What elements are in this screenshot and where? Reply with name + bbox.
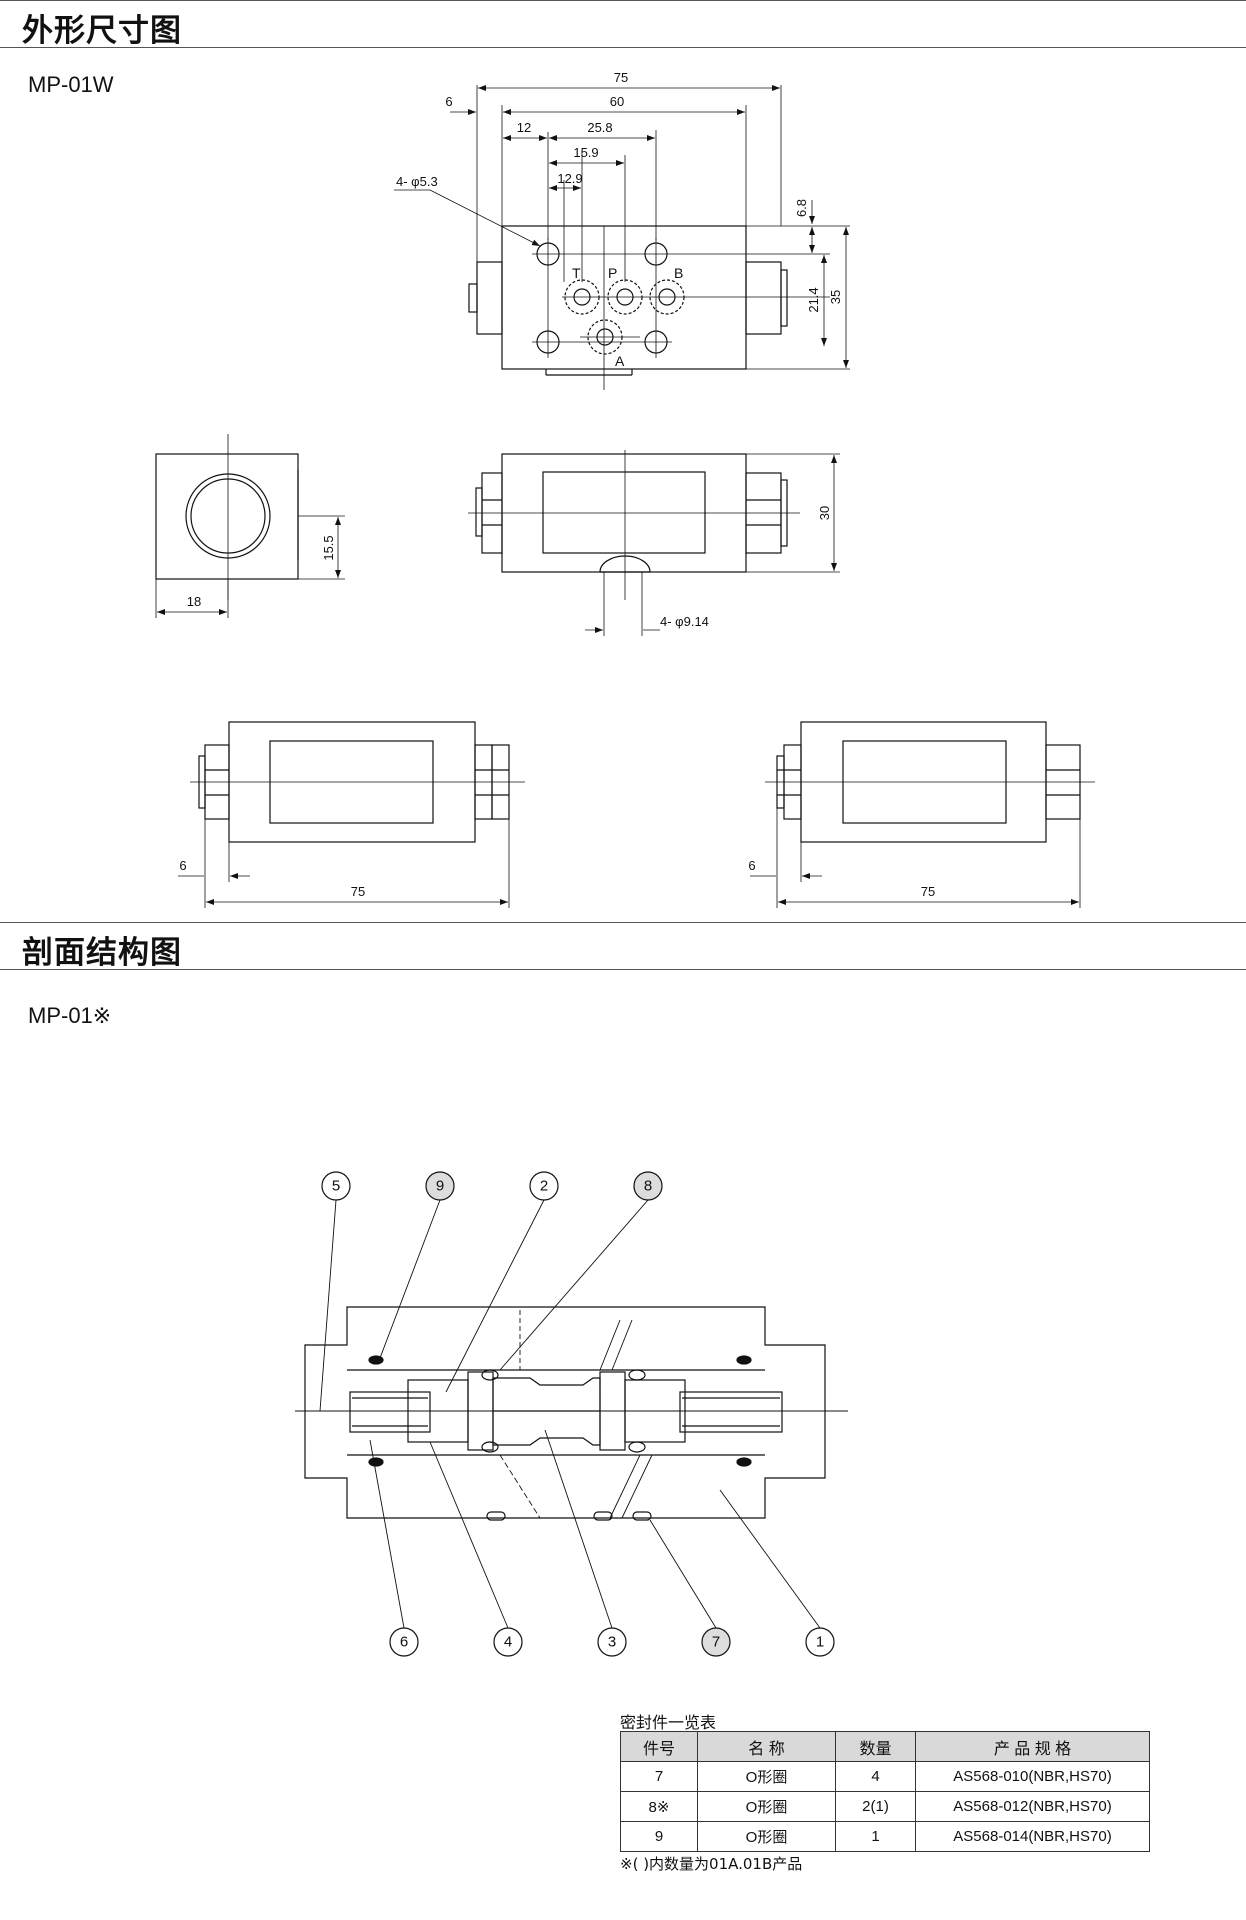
dim-21-4: 21.4	[806, 287, 821, 312]
cell-qty: 4	[835, 1761, 916, 1792]
header-spec: 产 品 规 格	[915, 1731, 1150, 1762]
cell-spec: AS568-014(NBR,HS70)	[915, 1821, 1150, 1852]
dim-75: 75	[614, 70, 628, 85]
front-left-nut	[475, 487, 483, 537]
model-label-section: MP-01※	[28, 1003, 112, 1028]
dim-15-5: 15.5	[321, 535, 336, 560]
callout-5-circle	[321, 1171, 351, 1201]
cell-part-no: 9	[620, 1821, 698, 1852]
right-plunger	[679, 1391, 783, 1433]
callout-9: 9	[436, 1178, 444, 1195]
header-part-no: 件号	[620, 1731, 698, 1762]
dim-18: 18	[187, 594, 201, 609]
top-view	[394, 85, 850, 390]
top-body	[501, 225, 747, 370]
leader-8	[499, 1199, 649, 1371]
callout-1: 1	[816, 1634, 824, 1651]
port-label-t: T	[572, 265, 581, 281]
callout-3: 3	[608, 1634, 616, 1651]
section-title-section: 剖面结构图	[22, 935, 182, 971]
callout-numbers: 5 9 2 8 6 4 3 7 1	[332, 1178, 824, 1651]
port-label-p: P	[608, 265, 617, 281]
leader-3	[544, 1429, 613, 1629]
port-label-b: B	[674, 265, 683, 281]
cell-name: O形圈	[697, 1791, 836, 1822]
top-right-cap-nut	[780, 269, 788, 327]
header-qty: 数量	[835, 1731, 916, 1762]
callout-2-circle	[529, 1171, 559, 1201]
cell-spec: AS568-010(NBR,HS70)	[915, 1761, 1150, 1792]
top-left-cap-nut	[468, 283, 478, 313]
dim-holes-top: 4- φ5.3	[396, 174, 438, 189]
dim-35: 35	[828, 290, 843, 304]
front-view	[468, 450, 840, 636]
front-window	[542, 471, 706, 554]
leader-2	[445, 1199, 545, 1393]
leader-5	[319, 1199, 337, 1412]
leader-7	[649, 1519, 717, 1629]
callout-1-circle	[805, 1627, 835, 1657]
bottom-left-view	[178, 721, 525, 908]
callout-2: 2	[540, 1178, 548, 1195]
cell-name: O形圈	[697, 1821, 836, 1852]
table-row: 7 O形圈 4 AS568-010(NBR,HS70)	[620, 1761, 1150, 1792]
callout-8-circle	[633, 1171, 663, 1201]
callout-8: 8	[644, 1178, 652, 1195]
seal-table: 件号 名 称 数量 产 品 规 格 7 O形圈 4 AS568-010(NBR,…	[620, 1731, 1150, 1852]
header-name: 名 称	[697, 1731, 836, 1762]
side-view	[155, 434, 345, 618]
callout-4-circle	[493, 1627, 523, 1657]
dim-12: 12	[517, 120, 531, 135]
top-left-cap	[476, 261, 503, 335]
dim-30: 30	[817, 506, 832, 520]
dim-6-8: 6.8	[794, 199, 809, 217]
table-row: 8※ O形圈 2(1) AS568-012(NBR,HS70)	[620, 1791, 1150, 1822]
port-label-a: A	[615, 353, 625, 369]
cell-part-no: 8※	[620, 1791, 698, 1822]
callout-6: 6	[400, 1634, 408, 1651]
section-title-outline: 外形尺寸图	[22, 13, 182, 49]
section-body	[304, 1306, 826, 1519]
dim-bl-6: 6	[179, 858, 186, 873]
seal-table-caption: 密封件一览表	[620, 1713, 717, 1732]
section-header-section: 剖面结构图	[0, 922, 1246, 971]
model-label-outline: MP-01W	[28, 72, 114, 97]
section-header-outline: 外形尺寸图	[0, 0, 1246, 49]
cell-qty: 1	[835, 1821, 916, 1852]
callout-7: 7	[712, 1634, 720, 1651]
table-row: 9 O形圈 1 AS568-014(NBR,HS70)	[620, 1821, 1150, 1852]
callout-4: 4	[504, 1634, 512, 1651]
dim-br-75: 75	[921, 884, 935, 899]
dim-holes-front: 4- φ9.14	[660, 614, 709, 629]
cell-part-no: 7	[620, 1761, 698, 1792]
callout-3-circle	[597, 1627, 627, 1657]
seal-table-note: ※( )内数量为01A.01B产品	[620, 1855, 803, 1873]
dim-15-9: 15.9	[573, 145, 598, 160]
side-body	[155, 453, 299, 580]
cell-spec: AS568-012(NBR,HS70)	[915, 1791, 1150, 1822]
callout-9-circle	[425, 1171, 455, 1201]
callout-6-circle	[389, 1627, 419, 1657]
seal-table-header: 件号 名 称 数量 产 品 规 格	[620, 1731, 1150, 1762]
callout-5: 5	[332, 1178, 340, 1195]
dim-6: 6	[445, 94, 452, 109]
leader-9	[379, 1199, 441, 1359]
leader-4	[429, 1441, 509, 1629]
leader-1	[719, 1489, 821, 1629]
cell-qty: 2(1)	[835, 1791, 916, 1822]
left-plunger	[349, 1391, 431, 1433]
dim-12-9: 12.9	[557, 171, 582, 186]
dim-60: 60	[610, 94, 624, 109]
top-right-cap	[745, 261, 782, 335]
dim-bl-75: 75	[351, 884, 365, 899]
section-view	[295, 1171, 848, 1657]
bottom-right-view	[750, 721, 1095, 908]
dim-br-6: 6	[748, 858, 755, 873]
dimension-labels: 75 60 6 12 25.8 15.9 12.9 4- φ5.3 6.8 21…	[179, 70, 935, 899]
callout-7-circle	[701, 1627, 731, 1657]
cell-name: O形圈	[697, 1761, 836, 1792]
dim-25-8: 25.8	[587, 120, 612, 135]
leader-6	[369, 1439, 405, 1629]
